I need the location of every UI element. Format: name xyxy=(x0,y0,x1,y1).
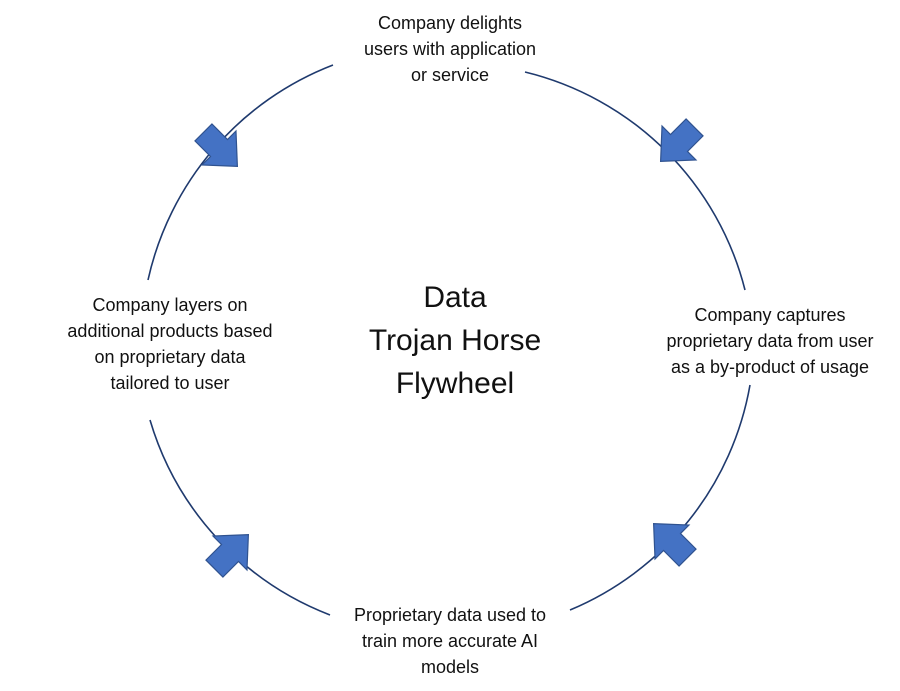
arrow-bottom-right xyxy=(652,522,697,567)
arc-bottom-left xyxy=(149,419,331,616)
arrow-bottom-left xyxy=(205,533,250,578)
step-train-models: Proprietary data used to train more accu… xyxy=(353,605,547,677)
arrow-top-right xyxy=(659,118,704,163)
step-delight-users: Company delights users with application … xyxy=(363,13,537,85)
title-line-3: Flywheel xyxy=(395,367,515,400)
title-line-2: Trojan Horse xyxy=(368,324,542,357)
arrow-top-left xyxy=(194,123,239,168)
diagram-title: Data Trojan Horse Flywheel xyxy=(340,276,570,405)
step-layer-products: Company layers on additional products ba… xyxy=(67,295,273,393)
arc-left-top xyxy=(147,64,334,281)
arc-right-bottom xyxy=(569,384,751,611)
title-line-1: Data xyxy=(423,281,487,314)
arc-top-right xyxy=(524,71,746,291)
step-capture-data: Company captures proprietary data from u… xyxy=(666,305,874,377)
